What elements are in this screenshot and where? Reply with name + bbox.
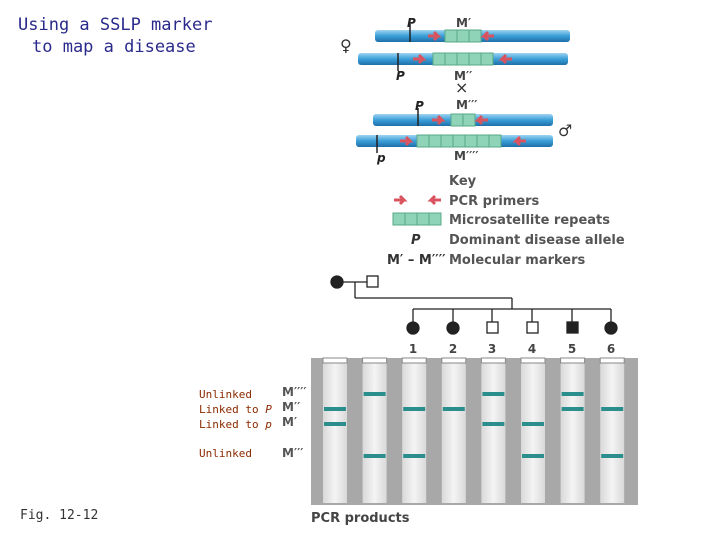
gel-band (403, 407, 426, 411)
primer-left-arrow (512, 135, 526, 147)
gel-band (601, 407, 624, 411)
gel-row-label: M′ (282, 415, 297, 429)
linkage-note-1: Unlinked (199, 388, 252, 401)
repeat-block (416, 134, 502, 148)
primer-right-arrow (413, 53, 427, 65)
chromosome-2 (358, 52, 568, 71)
linkage-note-3: Linked to p (199, 418, 272, 431)
gel-background (311, 358, 638, 505)
key-label-primers: PCR primers (449, 194, 540, 209)
gel-band (363, 454, 386, 458)
gel-lane-4 (441, 363, 466, 503)
primer-left-arrow (480, 30, 494, 42)
child-6-symbol (604, 321, 618, 335)
allele-label: P (396, 69, 405, 83)
child-1-number: 1 (409, 342, 417, 356)
allele-label: P (407, 16, 416, 30)
child-3-symbol (486, 321, 499, 334)
repeat-block (444, 29, 482, 43)
primer-right-arrow (394, 194, 408, 206)
child-3-number: 3 (488, 342, 496, 356)
child-2-number: 2 (449, 342, 457, 356)
parent-female-affected (330, 275, 344, 289)
key-symbol-allele: P (411, 233, 421, 248)
gel-band (324, 422, 346, 426)
gel-well (599, 357, 625, 364)
gel-row-label: M′′′′ (282, 385, 307, 399)
primer-left-arrow (474, 114, 488, 126)
chromosome-4 (356, 134, 553, 153)
gel-well (322, 357, 348, 364)
gel-band (363, 392, 386, 396)
gel-band (324, 407, 346, 411)
gel-lane-7 (560, 363, 585, 503)
gel-lane-3 (402, 363, 427, 503)
gel-lane-5 (481, 363, 506, 503)
linkage-note-2: Linked to P (199, 403, 272, 416)
male-symbol: ♂ (558, 121, 572, 140)
gel-band (482, 392, 505, 396)
gel-well (480, 357, 506, 364)
gel-band (561, 407, 584, 411)
slide-title: Using a SSLP marker to map a disease (18, 14, 258, 58)
gel-lanes (322, 357, 625, 503)
gel-band (522, 422, 544, 426)
gel-band (403, 454, 426, 458)
chromosome-3 (373, 108, 553, 127)
gel-lane-2 (362, 363, 387, 503)
key-label-repeats: Microsatellite repeats (449, 213, 610, 228)
gel-caption: PCR products (311, 511, 410, 526)
child-4-symbol (526, 321, 539, 334)
primer-right-arrow (400, 135, 414, 147)
allele-label: p (376, 151, 386, 165)
child-2-symbol (446, 321, 460, 335)
child-1-symbol (406, 321, 420, 335)
gel-well (441, 357, 467, 364)
gel-band (522, 454, 544, 458)
primer-right-arrow (428, 30, 442, 42)
child-4-number: 4 (528, 342, 536, 356)
gel-well (520, 357, 546, 364)
marker-label: M′ (456, 16, 471, 30)
primer-left-arrow (427, 194, 441, 206)
child-5-symbol (566, 321, 579, 334)
child-6-number: 6 (607, 342, 615, 356)
allele-label: P (415, 99, 424, 113)
chromosome-1 (375, 24, 570, 43)
primer-left-arrow (498, 53, 512, 65)
repeat-block (432, 52, 494, 66)
gel-row-label: M′′ (282, 400, 300, 414)
female-symbol: ♀ (340, 36, 352, 55)
gel-band (601, 454, 624, 458)
cross-symbol: × (455, 78, 468, 97)
gel-band (482, 422, 505, 426)
parent-male-unaffected (366, 275, 379, 288)
marker-label: M′′′′ (454, 149, 479, 163)
gel-well (401, 357, 427, 364)
marker-label: M′′ (454, 69, 472, 83)
gel-lane-1 (323, 363, 347, 503)
child-5-number: 5 (568, 342, 576, 356)
gel-band (442, 407, 465, 411)
gel-well (560, 357, 586, 364)
key-heading: Key (449, 174, 477, 189)
gel-well (362, 357, 388, 364)
key-legend: Key PCR primers Microsatellite repeats P… (387, 174, 625, 268)
pedigree (330, 275, 618, 335)
gel-row-label: M′′′ (282, 446, 303, 460)
key-symbol-markers: M′ – M′′′′ (387, 253, 446, 268)
marker-label: M′′′ (456, 98, 477, 112)
gel-lane-8 (600, 363, 625, 503)
gel-lane-6 (521, 363, 545, 503)
key-label-markers: Molecular markers (449, 253, 586, 268)
linkage-note-4: Unlinked (199, 447, 252, 460)
figure-label: Fig. 12-12 (20, 508, 99, 523)
primer-right-arrow (432, 114, 446, 126)
key-label-allele: Dominant disease allele (449, 233, 625, 248)
title-line-2: to map a disease (32, 37, 196, 57)
title-line-1: Using a SSLP marker (18, 15, 213, 35)
gel-band (561, 392, 584, 396)
